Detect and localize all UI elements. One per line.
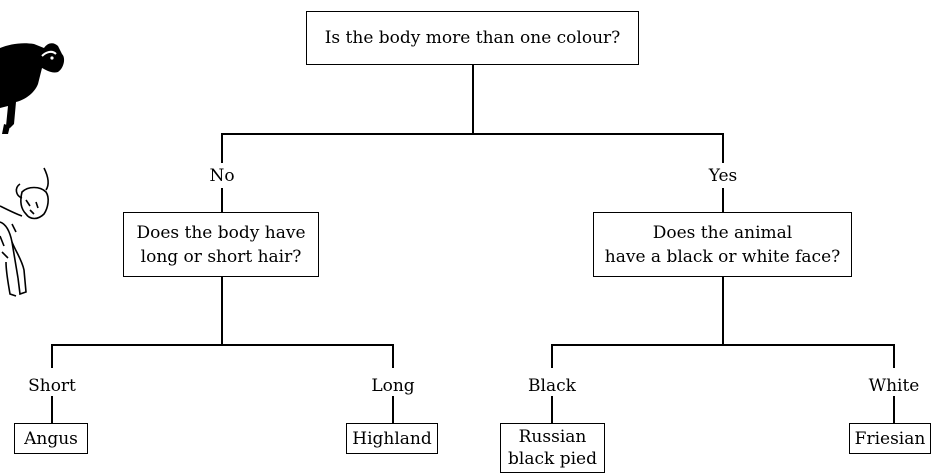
result-text-russian-black-pied: Russian black pied — [508, 427, 597, 469]
connector-to-no — [221, 133, 223, 163]
result-text-highland: Highland — [352, 428, 432, 449]
right-question-box: Does the animal have a black or white fa… — [593, 212, 852, 277]
root-question-text: Is the body more than one colour? — [324, 28, 621, 48]
connector-yes-to-question — [722, 188, 724, 212]
branch-label-black: Black — [528, 376, 576, 396]
connector-to-long — [392, 344, 394, 368]
branch-label-short: Short — [28, 376, 76, 396]
right-question-text: Does the animal have a black or white fa… — [604, 222, 841, 267]
connector-long-to-highland — [392, 396, 394, 423]
left-question-text: Does the body have long or short hair? — [136, 222, 306, 267]
connector-to-black — [551, 344, 553, 368]
branch-label-long: Long — [371, 376, 415, 396]
connector-no-to-question — [221, 188, 223, 212]
connector-short-to-angus — [51, 396, 53, 423]
connector-left-horizontal — [51, 344, 393, 346]
result-text-friesian: Friesian — [854, 428, 926, 449]
branch-label-yes: Yes — [708, 166, 738, 186]
result-box-russian-black-pied: Russian black pied — [500, 423, 605, 473]
branch-label-white: White — [868, 376, 920, 396]
connector-left-question-down — [221, 276, 223, 345]
connector-to-yes — [722, 133, 724, 163]
result-box-angus: Angus — [14, 423, 88, 454]
highland-cow-illustration-icon — [0, 167, 49, 297]
connector-right-horizontal — [551, 344, 894, 346]
result-text-angus: Angus — [24, 428, 78, 449]
branch-label-no: No — [209, 166, 235, 186]
root-question-box: Is the body more than one colour? — [306, 11, 639, 65]
result-box-friesian: Friesian — [849, 423, 931, 454]
connector-to-white — [893, 344, 895, 368]
connector-black-to-russian — [551, 396, 553, 423]
black-cow-illustration-icon — [0, 43, 65, 134]
connector-right-question-down — [722, 276, 724, 345]
connector-to-short — [51, 344, 53, 368]
connector-root-horizontal — [221, 133, 724, 135]
connector-white-to-friesian — [893, 396, 895, 423]
connector-root-down — [472, 64, 474, 134]
left-question-box: Does the body have long or short hair? — [123, 212, 319, 277]
result-box-highland: Highland — [346, 423, 438, 454]
